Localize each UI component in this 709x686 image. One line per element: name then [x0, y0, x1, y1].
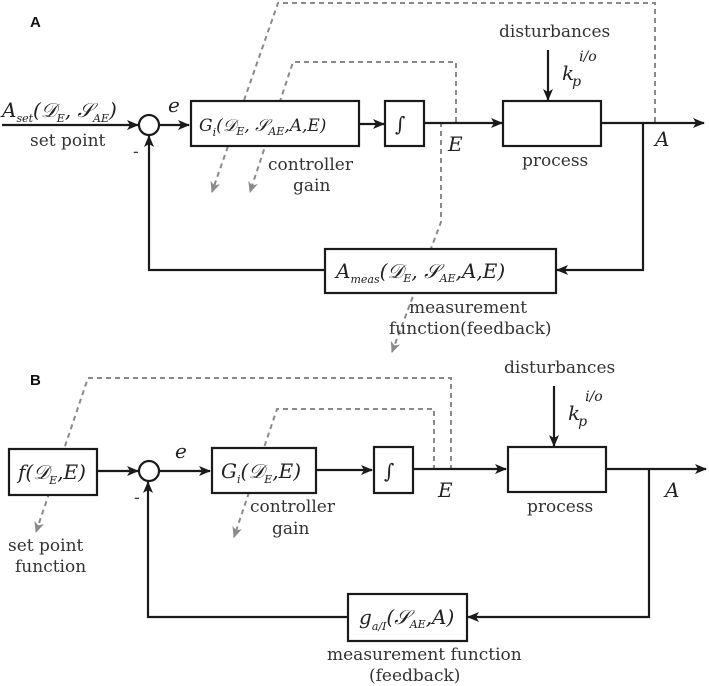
feedback-to-junction-arrow — [143, 481, 348, 619]
feedback-to-junction-arrow — [144, 135, 325, 272]
controller-formula: Gi(𝒟E,E) — [221, 459, 301, 486]
setpoint-function-caption-line1: set point — [8, 536, 84, 556]
dashed-link-outer — [210, 2, 656, 193]
dashed-link-measurement — [390, 122, 442, 353]
panel-b: B f(𝒟E,E) set point function - e Gi(𝒟E,E… — [7, 358, 707, 686]
minus-sign: - — [134, 488, 140, 508]
process-caption: process — [527, 497, 593, 517]
effort-symbol: E — [447, 132, 463, 156]
measurement-block — [346, 592, 469, 643]
error-symbol: e — [175, 439, 187, 463]
controller-caption-line1: controller — [268, 155, 354, 175]
panel-a: A Aset(𝒟E, 𝒮AE) set point - e Gi(𝒟E, 𝒮AE… — [0, 2, 705, 353]
output-symbol: A — [663, 478, 679, 502]
measurement-formula: ga/I(𝒮AE,A) — [359, 605, 454, 633]
output-symbol: A — [653, 127, 669, 151]
setpoint-label: Aset(𝒟E, 𝒮AE) — [0, 98, 117, 125]
measurement-caption-line1: measurement function — [327, 645, 522, 665]
error-symbol: e — [168, 93, 180, 117]
summing-junction — [137, 113, 161, 137]
controller-caption-line1: controller — [250, 497, 336, 517]
disturbances-caption: disturbances — [504, 358, 615, 378]
summing-junction — [137, 459, 161, 483]
effort-symbol: E — [437, 478, 453, 502]
controller-caption-line2: gain — [293, 176, 330, 196]
integral-icon: ∫ — [384, 459, 394, 483]
measurement-block — [323, 247, 558, 295]
disturbance-symbol: kpi/o — [562, 49, 597, 90]
setpoint-function-formula: f(𝒟E,E) — [16, 460, 86, 487]
dashed-link-inner — [232, 408, 435, 538]
controller-caption-line2: gain — [272, 519, 309, 539]
measurement-caption-line2: function(feedback) — [389, 319, 552, 339]
feedback-return-arrow — [467, 469, 651, 622]
measurement-formula: Ameas(𝒟E, 𝒮AE,A,E) — [334, 259, 505, 286]
process-caption: process — [522, 151, 588, 171]
measurement-caption-line1: measurement — [409, 298, 527, 318]
svg-text:Aset(𝒟E, 𝒮AE): Aset(𝒟E, 𝒮AE) — [0, 98, 117, 125]
setpoint-caption: set point — [30, 131, 106, 151]
disturbances-caption: disturbances — [499, 22, 610, 42]
panel-a-label: A — [30, 14, 41, 31]
process-block — [506, 445, 608, 494]
integral-icon: ∫ — [395, 112, 405, 136]
controller-block — [189, 99, 361, 148]
controller-formula: Gi(𝒟E, 𝒮AE,A,E) — [199, 116, 326, 139]
process-block — [501, 99, 603, 148]
feedback-return-arrow — [556, 123, 645, 275]
panel-b-label: B — [30, 372, 41, 389]
minus-sign: - — [133, 142, 139, 162]
disturbance-symbol: kpi/o — [568, 389, 603, 430]
measurement-caption-line2: (feedback) — [369, 666, 460, 686]
setpoint-function-caption-line2: function — [15, 557, 86, 577]
integrator-block — [372, 445, 415, 495]
dashed-link-outer — [34, 377, 452, 533]
